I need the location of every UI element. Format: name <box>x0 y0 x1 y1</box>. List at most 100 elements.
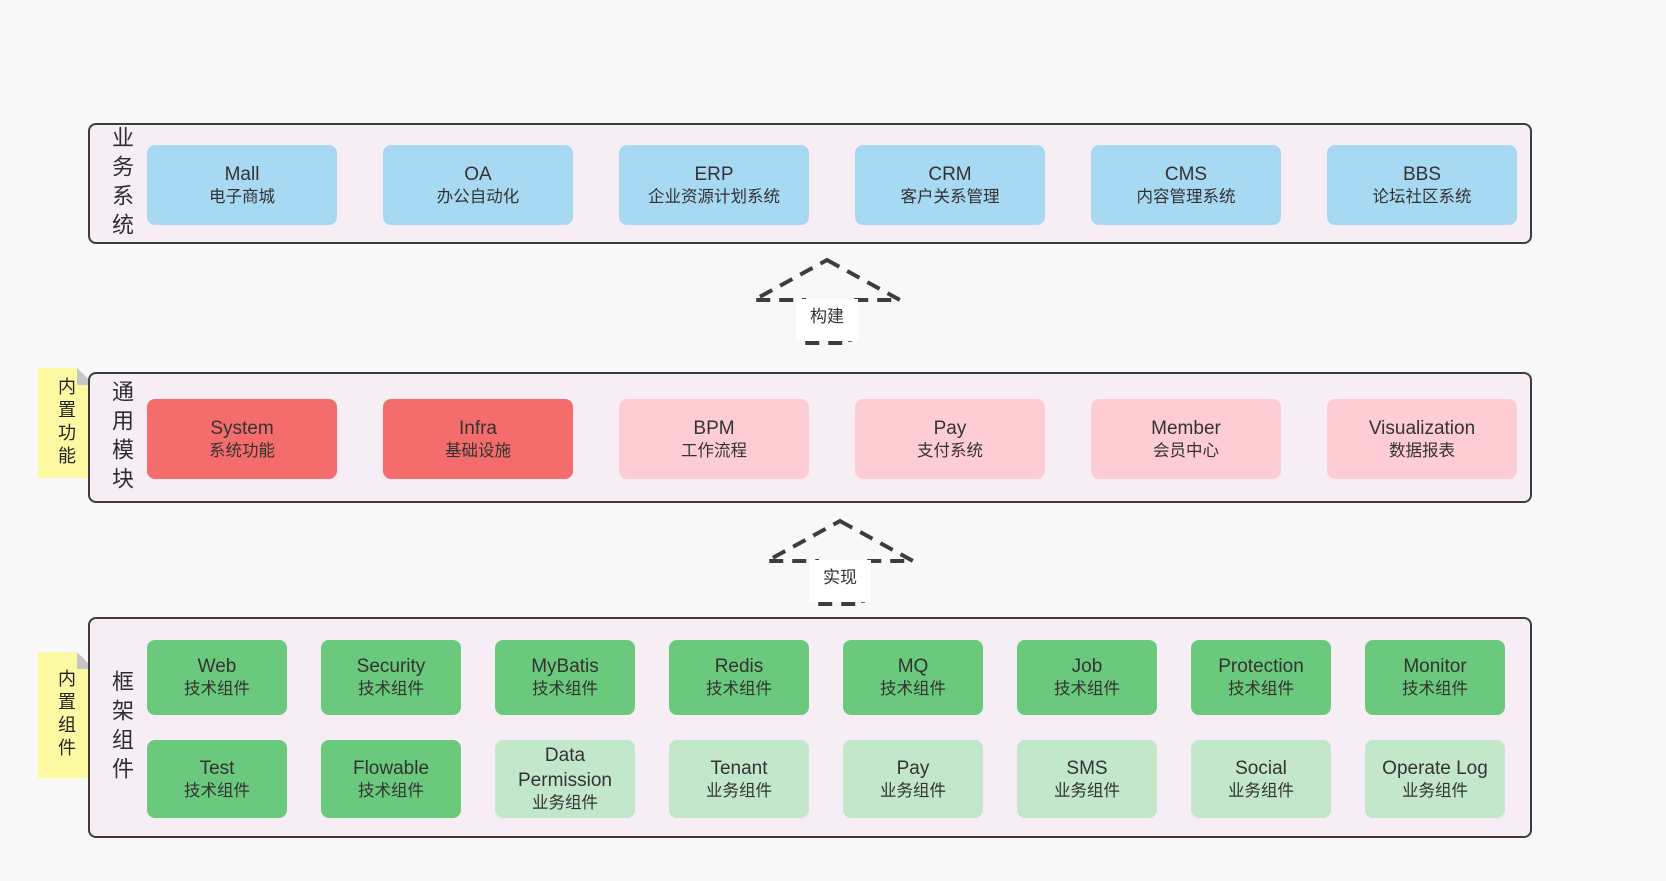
box-bpm: BPM 工作流程 <box>619 399 809 479</box>
sticky-note-built-in-features: 内置功能 <box>38 368 94 478</box>
box-subtitle: 数据报表 <box>1389 441 1455 460</box>
box-subtitle: 工作流程 <box>681 441 747 460</box>
box-tenant: Tenant 业务组件 <box>669 740 809 818</box>
box-mq: MQ 技术组件 <box>843 640 983 715</box>
box-title: Tenant <box>710 757 768 779</box>
box-protection: Protection 技术组件 <box>1191 640 1331 715</box>
box-redis: Redis 技术组件 <box>669 640 809 715</box>
box-security: Security 技术组件 <box>321 640 461 715</box>
box-title: Member <box>1151 417 1221 439</box>
sticky-note-built-in-components: 内置组件 <box>38 652 94 778</box>
box-cms: CMS 内容管理系统 <box>1091 145 1281 225</box>
box-subtitle: 业务组件 <box>1402 781 1468 800</box>
framework-component-row-2: Test 技术组件 Flowable 技术组件 Data Permission … <box>147 740 1505 818</box>
box-subtitle: 业务组件 <box>1054 781 1120 800</box>
box-title: BPM <box>693 417 735 439</box>
box-visualization: Visualization 数据报表 <box>1327 399 1517 479</box>
box-subtitle: 系统功能 <box>209 441 275 460</box>
business-system-boxes: Mall 电子商城 OA 办公自动化 ERP 企业资源计划系统 CRM 客户关系… <box>147 145 1517 225</box>
box-member: Member 会员中心 <box>1091 399 1281 479</box>
box-title: Test <box>199 757 235 779</box>
box-title: BBS <box>1402 163 1442 185</box>
box-test: Test 技术组件 <box>147 740 287 818</box>
box-title: CRM <box>928 163 972 185</box>
box-subtitle: 技术组件 <box>184 781 250 800</box>
box-subtitle: 技术组件 <box>358 680 424 699</box>
box-subtitle: 企业资源计划系统 <box>648 187 780 206</box>
box-system: System 系统功能 <box>147 399 337 479</box>
up-arrow-icon <box>766 518 914 606</box>
box-subtitle: 技术组件 <box>1228 680 1294 699</box>
box-pay-business: Pay 业务组件 <box>843 740 983 818</box>
box-flowable: Flowable 技术组件 <box>321 740 461 818</box>
panel-framework-components: 框架组件 Web 技术组件 Security 技术组件 MyBatis 技术组件… <box>88 617 1532 838</box>
build-arrow: 构建 <box>747 255 907 347</box>
panel-label-business-systems: 业务系统 <box>109 125 134 242</box>
box-sms: SMS 业务组件 <box>1017 740 1157 818</box>
box-subtitle: 电子商城 <box>209 187 275 206</box>
box-title: System <box>210 417 274 439</box>
box-operate-log: Operate Log 业务组件 <box>1365 740 1505 818</box>
box-title: Infra <box>458 417 498 439</box>
box-mybatis: MyBatis 技术组件 <box>495 640 635 715</box>
box-title: Protection <box>1218 656 1304 678</box>
up-arrow-icon <box>753 257 901 345</box>
box-social: Social 业务组件 <box>1191 740 1331 818</box>
box-subtitle: 客户关系管理 <box>900 187 1000 206</box>
sticky-note-text: 内置组件 <box>56 669 76 761</box>
panel-business-systems: 业务系统 Mall 电子商城 OA 办公自动化 ERP 企业资源计划系统 CRM… <box>88 123 1532 244</box>
box-mall: Mall 电子商城 <box>147 145 337 225</box>
panel-label-common-modules: 通用模块 <box>109 379 134 496</box>
panel-common-modules: 通用模块 System 系统功能 Infra 基础设施 BPM 工作流程 Pay… <box>88 372 1532 503</box>
box-title: Monitor <box>1403 656 1467 678</box>
arrow-label: 实现 <box>809 560 871 602</box>
box-subtitle: 业务组件 <box>532 794 598 813</box>
box-bbs: BBS 论坛社区系统 <box>1327 145 1517 225</box>
implement-arrow: 实现 <box>760 516 920 608</box>
box-title: ERP <box>694 163 734 185</box>
box-title: MQ <box>897 656 929 678</box>
box-title: MyBatis <box>531 656 599 678</box>
box-subtitle: 论坛社区系统 <box>1372 187 1472 206</box>
box-title: SMS <box>1066 757 1108 779</box>
box-subtitle: 基础设施 <box>445 441 511 460</box>
box-subtitle: 技术组件 <box>358 781 424 800</box>
box-subtitle: 支付系统 <box>917 441 983 460</box>
box-title: Social <box>1235 757 1287 779</box>
box-monitor: Monitor 技术组件 <box>1365 640 1505 715</box>
box-subtitle: 内容管理系统 <box>1136 187 1236 206</box>
box-crm: CRM 客户关系管理 <box>855 145 1045 225</box>
panel-label-framework-components: 框架组件 <box>109 669 134 786</box>
box-title: Job <box>1071 656 1103 678</box>
box-subtitle: 技术组件 <box>1402 680 1468 699</box>
box-web: Web 技术组件 <box>147 640 287 715</box>
box-subtitle: 技术组件 <box>880 680 946 699</box>
box-title: Visualization <box>1368 417 1476 439</box>
box-subtitle: 会员中心 <box>1153 441 1219 460</box>
box-infra: Infra 基础设施 <box>383 399 573 479</box>
box-title: Pay <box>933 417 967 439</box>
box-subtitle: 技术组件 <box>532 680 598 699</box>
box-oa: OA 办公自动化 <box>383 145 573 225</box>
box-data-permission: Data Permission 业务组件 <box>495 740 635 818</box>
box-subtitle: 技术组件 <box>1054 680 1120 699</box>
box-subtitle: 业务组件 <box>706 781 772 800</box>
box-subtitle: 技术组件 <box>184 680 250 699</box>
framework-component-row-1: Web 技术组件 Security 技术组件 MyBatis 技术组件 Redi… <box>147 640 1505 715</box>
box-title: Mall <box>224 163 260 185</box>
box-title: Web <box>197 656 237 678</box>
box-title: Flowable <box>352 757 430 779</box>
box-title: Pay <box>896 757 930 779</box>
box-title: Data Permission <box>518 745 612 792</box>
box-title: CMS <box>1164 163 1208 185</box>
sticky-note-text: 内置功能 <box>56 377 76 469</box>
common-module-boxes: System 系统功能 Infra 基础设施 BPM 工作流程 Pay 支付系统… <box>147 399 1517 479</box>
box-subtitle: 业务组件 <box>880 781 946 800</box>
box-erp: ERP 企业资源计划系统 <box>619 145 809 225</box>
arrow-label: 构建 <box>796 299 858 341</box>
box-title: OA <box>464 163 492 185</box>
box-title: Operate Log <box>1382 757 1488 779</box>
box-subtitle: 技术组件 <box>706 680 772 699</box>
box-title: Redis <box>714 656 764 678</box>
